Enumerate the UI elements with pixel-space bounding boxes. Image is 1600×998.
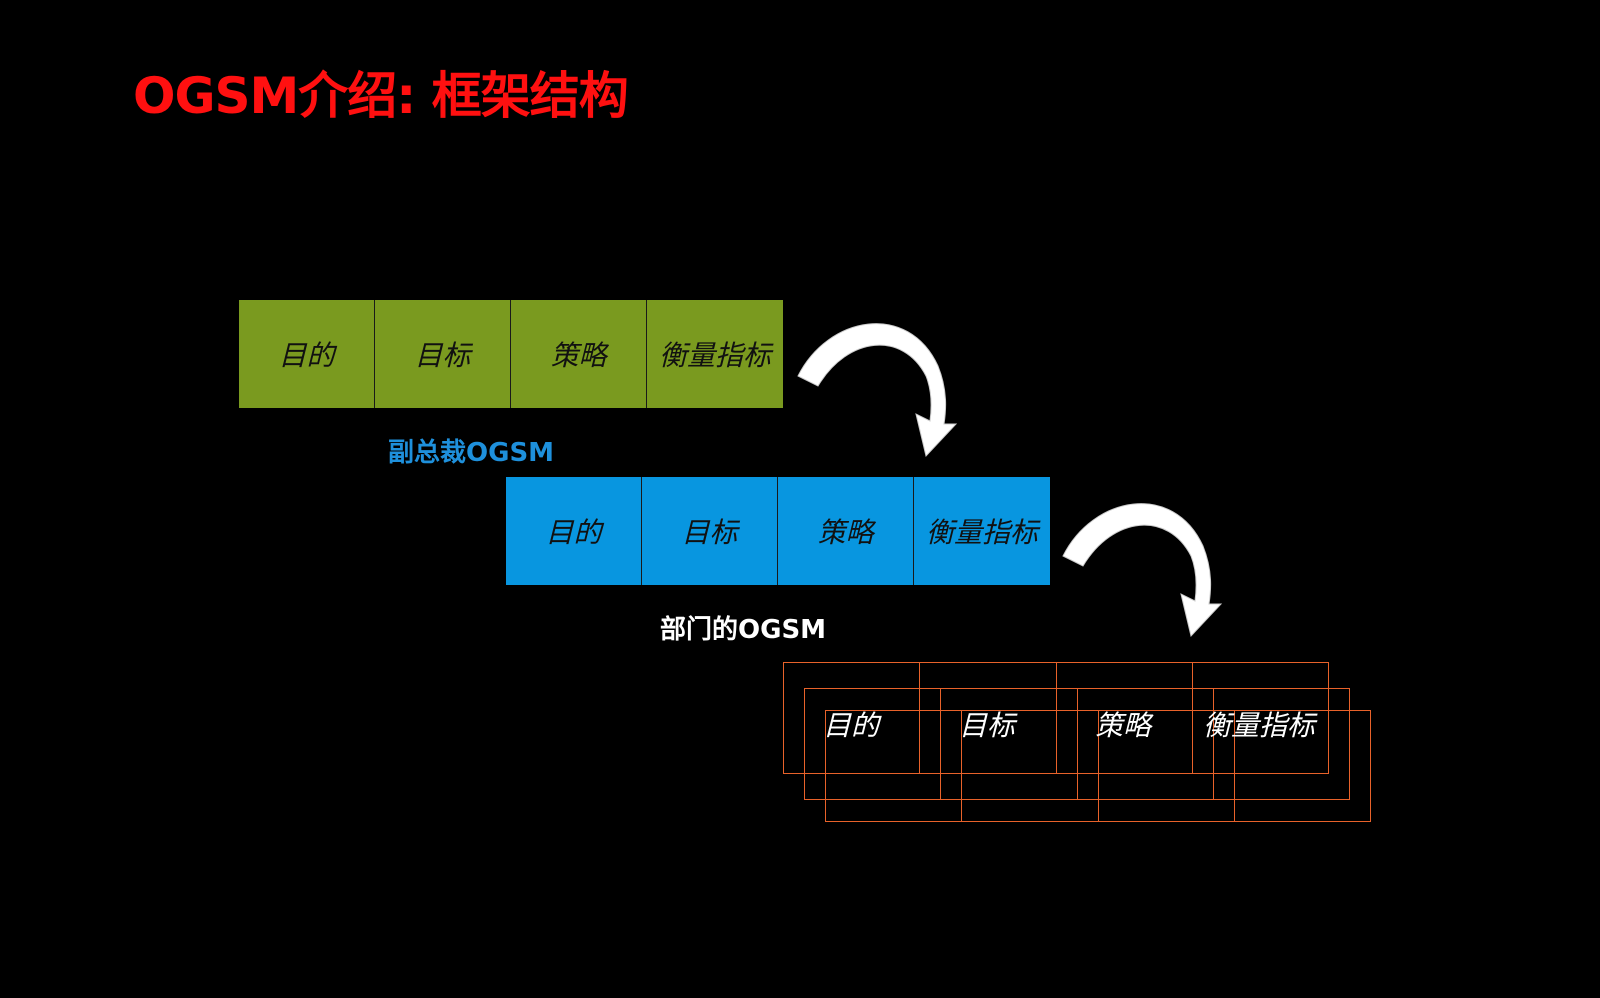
tier-2-cell-measures: 衡量指标: [925, 516, 1038, 549]
dept-ogsm-layer-2: [804, 688, 1350, 800]
dept-ogsm-layer-1: [783, 662, 1329, 774]
tier-2-cell-strategies: 策略: [778, 477, 914, 585]
tier-2-cell-objective: 目的: [506, 477, 642, 585]
dept-ogsm-row: 目的 目标 策略 衡量指标: [783, 688, 1327, 760]
tier-3-cell-goals: 目标: [958, 709, 1015, 742]
tier-1-cell-objective: 目的: [239, 300, 375, 408]
tier-1-cell-measures: 衡量指标: [658, 339, 771, 372]
tier-2-row: 目的 目标 策略 衡量指标: [506, 477, 1050, 585]
tier-3-label: 部门的OGSM: [660, 615, 827, 645]
tier-1-cell-strategies: 策略: [511, 300, 647, 408]
curved-arrow-down-right-icon: [1062, 503, 1223, 638]
tier-2-cell-goals: 目标: [642, 477, 778, 585]
curved-arrow-down-right-icon: [797, 323, 958, 458]
tier-3-cell-strategies: 策略: [1094, 709, 1151, 742]
tier-1-row: 目的 目标 策略 衡量指标: [239, 300, 783, 408]
page-title: OGSM介绍: 框架结构: [133, 67, 629, 125]
tier-3-cell-objective: 目的: [822, 709, 879, 742]
tier-3-cell-measures: 衡量指标: [1202, 709, 1315, 742]
dept-ogsm-layer-3: [825, 710, 1371, 822]
tier-2-label: 副总裁OGSM: [388, 438, 555, 468]
tier-1-cell-goals: 目标: [375, 300, 511, 408]
